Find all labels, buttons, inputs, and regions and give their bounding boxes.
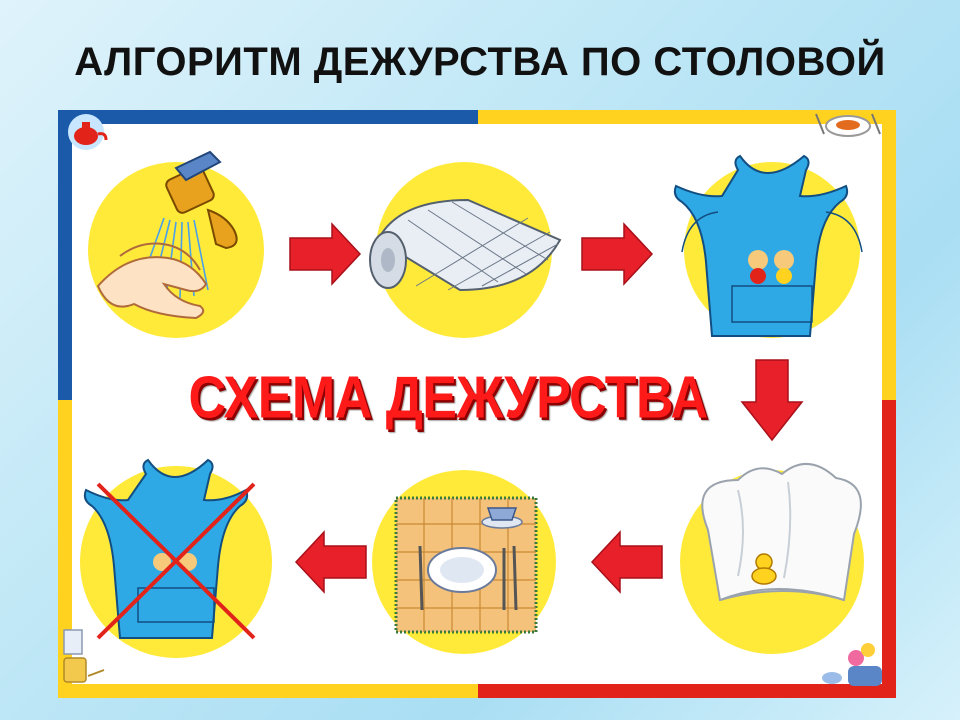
- arrow-left-1: [590, 530, 663, 594]
- flowers-teapot-corner-icon: [822, 643, 882, 686]
- teapot-corner-icon: [68, 114, 108, 150]
- slide-title: АЛГОРИТМ ДЕЖУРСТВА ПО СТОЛОВОЙ: [74, 40, 886, 84]
- scheme-heading: СХЕМА ДЕЖУРСТВА: [188, 364, 708, 432]
- arrow-left-2: [294, 530, 367, 594]
- plate-corner-icon: [815, 113, 881, 137]
- milk-cup-corner-icon: [63, 629, 105, 683]
- chef-hat-icon: [701, 462, 862, 602]
- scheme-poster: СХЕМА ДЕЖУРСТВА: [58, 110, 896, 698]
- arrow-right-2: [581, 222, 654, 286]
- table-setting-icon: [394, 496, 538, 634]
- poster-frame: [58, 110, 896, 698]
- towel-icon: [369, 198, 562, 292]
- washing-hands-icon: [96, 150, 238, 320]
- arrow-right-1: [289, 222, 362, 286]
- poster-artwork: [58, 110, 896, 698]
- apron-icon: [673, 154, 863, 337]
- arrow-down: [740, 359, 804, 442]
- crossed-apron-icon: [83, 458, 256, 640]
